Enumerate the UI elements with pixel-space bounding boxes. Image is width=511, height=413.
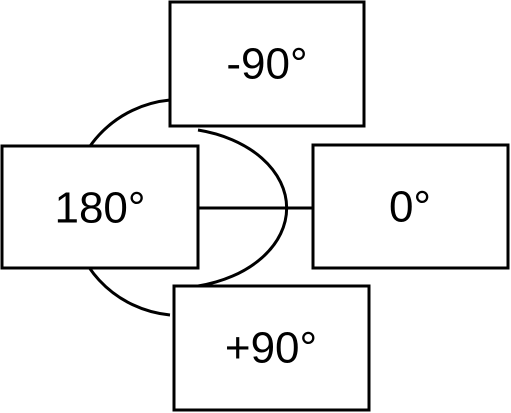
box-minus-90: -90° <box>168 0 366 128</box>
box-180: 180° <box>0 144 200 270</box>
box-minus-90-label: -90° <box>226 40 307 89</box>
box-plus-90-frame <box>172 284 371 412</box>
box-0-frame <box>311 143 510 270</box>
box-minus-90-frame <box>168 0 366 128</box>
box-0: 0° <box>311 143 510 270</box>
box-0-label: 0° <box>389 183 431 232</box>
box-180-frame <box>0 144 200 270</box>
box-plus-90-label: +90° <box>225 324 317 373</box>
box-180-label: 180° <box>54 184 145 233</box>
box-plus-90: +90° <box>172 284 371 412</box>
